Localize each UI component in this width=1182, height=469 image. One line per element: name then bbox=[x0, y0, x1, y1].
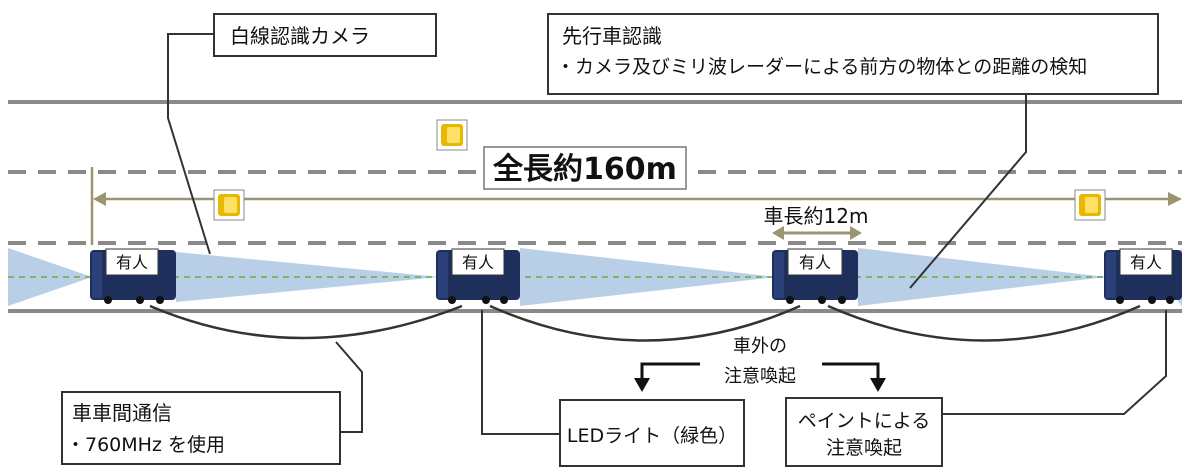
comm-arc-3 bbox=[827, 304, 1141, 342]
alert-label-line2: 注意喚起 bbox=[724, 366, 796, 387]
comm-arc-1 bbox=[149, 304, 463, 340]
paint-callout-line2: 注意喚起 bbox=[826, 437, 902, 459]
camera-callout-box bbox=[213, 13, 437, 57]
comm-callout-title: 車車間通信 bbox=[72, 401, 172, 425]
truck-length-arrow bbox=[772, 226, 862, 240]
lead-callout-box bbox=[547, 13, 1159, 95]
paint-leader-line bbox=[942, 310, 1167, 415]
truck-tag: 有人 bbox=[462, 253, 494, 272]
alert-arrow-left bbox=[634, 362, 700, 392]
yellow-marker-icon bbox=[1074, 189, 1106, 221]
truck-tag: 有人 bbox=[116, 253, 148, 272]
alert-arrow-right bbox=[822, 362, 886, 392]
total-length-label: 全長約160m bbox=[492, 152, 677, 187]
comm-arc-2 bbox=[489, 304, 801, 342]
lead-callout-title: 先行車認識 bbox=[562, 24, 662, 48]
truck-4: 有人 bbox=[1104, 248, 1182, 304]
camera-callout-text: 白線認識カメラ bbox=[230, 24, 370, 48]
truck-3: 有人 bbox=[772, 248, 858, 304]
comm-leader-line bbox=[335, 341, 363, 433]
total-length-box bbox=[483, 146, 687, 190]
yellow-marker-icon bbox=[213, 189, 245, 221]
led-callout-box bbox=[559, 399, 745, 467]
truck-tag: 有人 bbox=[799, 253, 831, 272]
led-leader-line bbox=[481, 310, 560, 435]
truck-length-label: 車長約12m bbox=[764, 204, 869, 228]
sensor-beam-rear bbox=[8, 248, 92, 306]
truck-1: 有人 bbox=[90, 248, 176, 304]
paint-callout-box bbox=[785, 397, 943, 467]
camera-leader-line bbox=[167, 33, 214, 255]
alert-label-line1: 車外の bbox=[733, 336, 787, 357]
comm-callout-detail: ・760MHz を使用 bbox=[66, 434, 225, 456]
lead-leader-line bbox=[909, 94, 1027, 289]
comm-callout-box bbox=[61, 391, 341, 465]
lead-callout-detail: ・カメラ及びミリ波レーダーによる前方の物体との距離の検知 bbox=[556, 56, 1087, 78]
truck-tag: 有人 bbox=[1130, 253, 1162, 272]
yellow-marker-icon bbox=[436, 119, 468, 151]
truck-2: 有人 bbox=[436, 248, 520, 304]
paint-callout-line1: ペイントによる bbox=[798, 410, 930, 432]
total-length-dimension bbox=[90, 167, 1182, 245]
led-callout-text: LEDライト（緑色） bbox=[567, 425, 737, 447]
